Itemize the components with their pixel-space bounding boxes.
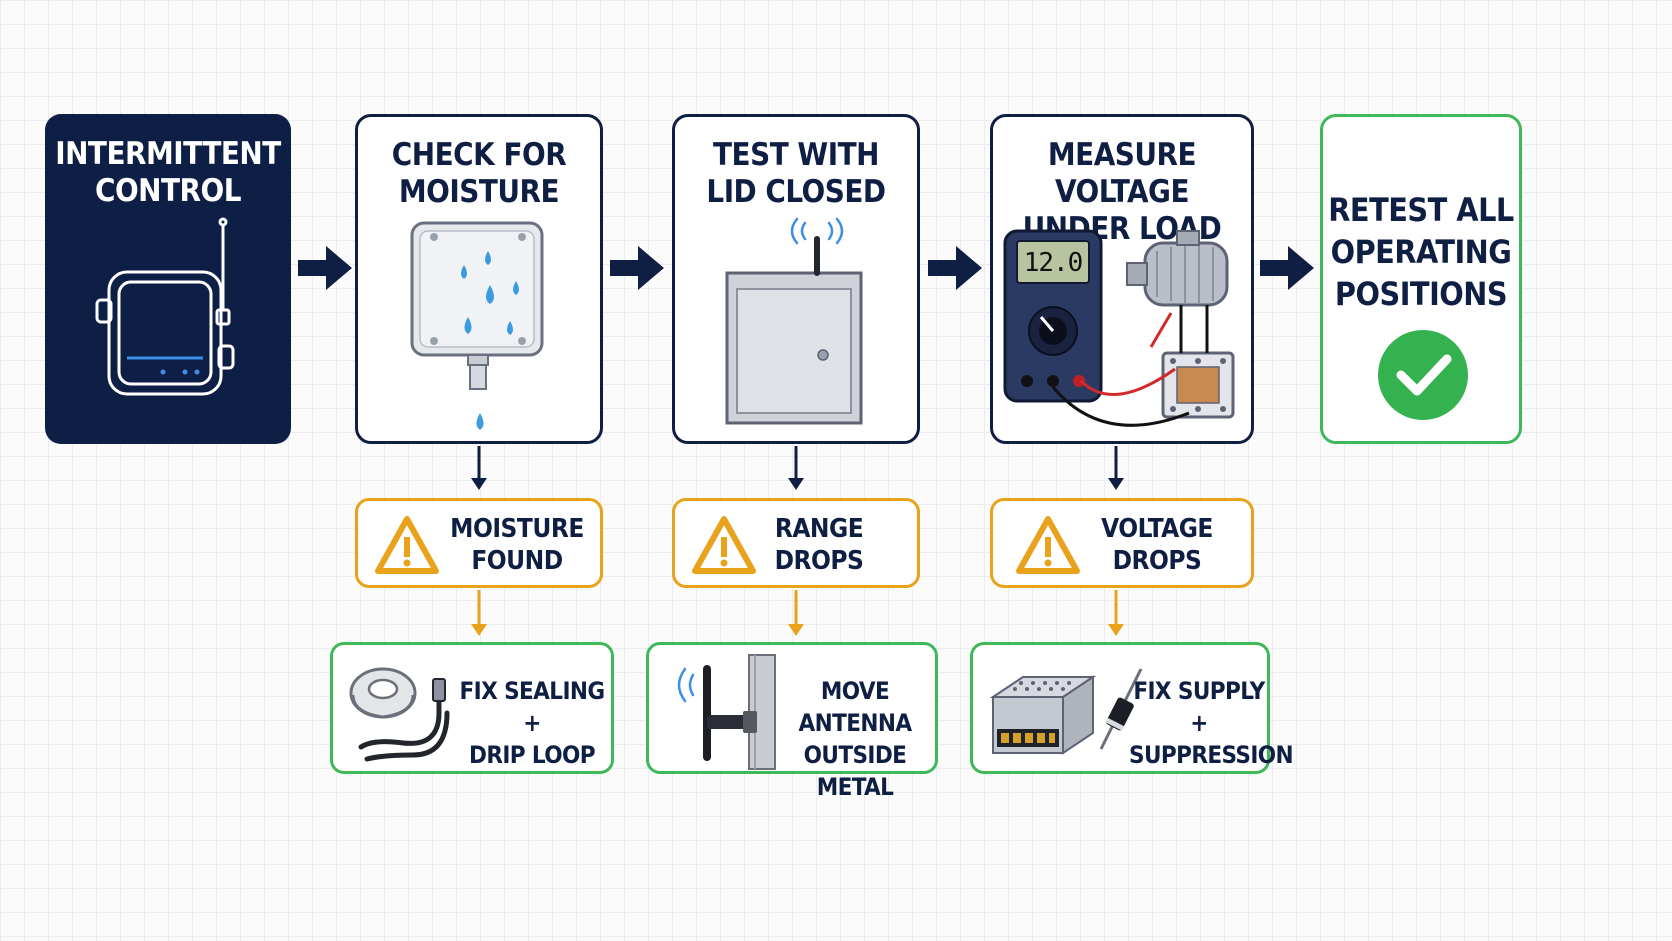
step-retest: RETEST ALL OPERATING POSITIONS: [1320, 114, 1522, 444]
arrow-down-icon: [788, 590, 804, 636]
multimeter-motor-contactor-icon: [1003, 229, 1235, 427]
arrow-down-icon: [1108, 590, 1124, 636]
step-title: CHECK FOR MOISTURE: [391, 137, 567, 210]
finding-label: RANGE DROPS: [774, 514, 864, 576]
arrow-down-icon: [471, 590, 487, 636]
step-test-lid-closed: TEST WITH LID CLOSED: [672, 114, 920, 444]
step-title: TEST WITH LID CLOSED: [706, 137, 886, 210]
fix-label: MOVE ANTENNA OUTSIDE METAL: [798, 677, 913, 801]
finding-range-drops: RANGE DROPS: [672, 498, 920, 588]
finding-label: MOISTURE FOUND: [450, 514, 584, 576]
fix-label: FIX SUPPLY + SUPPRESSION: [1129, 677, 1294, 769]
wireless-controller-icon: [95, 217, 235, 396]
finding-voltage-drops: VOLTAGE DROPS: [990, 498, 1254, 588]
arrow-right-icon: [298, 246, 352, 290]
step-check-moisture: CHECK FOR MOISTURE: [355, 114, 603, 444]
arrow-right-icon: [1260, 246, 1314, 290]
meter-reading: 12.0: [1023, 248, 1084, 278]
arrow-down-icon: [788, 446, 804, 490]
arrow-right-icon: [610, 246, 664, 290]
step-title: RETEST ALL OPERATING POSITIONS: [1328, 191, 1514, 313]
step-intermittent-control: INTERMITTENT CONTROL: [45, 114, 291, 444]
fix-sealing-drip-loop: FIX SEALING + DRIP LOOP: [330, 642, 614, 774]
warning-icon: [692, 516, 756, 574]
arrow-down-icon: [1108, 446, 1124, 490]
arrow-right-icon: [928, 246, 982, 290]
external-antenna-icon: [677, 654, 776, 770]
power-supply-diode-icon: [989, 668, 1143, 755]
tape-drip-loop-icon: [349, 667, 450, 762]
finding-moisture-found: MOISTURE FOUND: [355, 498, 603, 588]
wet-junction-box-icon: [410, 221, 544, 430]
step-measure-voltage: MEASURE VOLTAGE UNDER LOAD 12.0: [990, 114, 1254, 444]
fix-move-antenna: MOVE ANTENNA OUTSIDE METAL: [646, 642, 938, 801]
warning-icon: [1016, 516, 1080, 574]
warning-icon: [375, 516, 439, 574]
fix-supply-suppression: FIX SUPPLY + SUPPRESSION: [970, 642, 1294, 774]
check-circle-icon: [1378, 330, 1468, 420]
metal-enclosure-antenna-icon: [725, 217, 863, 425]
arrow-down-icon: [471, 446, 487, 490]
fix-label: FIX SEALING + DRIP LOOP: [459, 677, 606, 769]
step-title: INTERMITTENT CONTROL: [55, 136, 281, 209]
finding-label: VOLTAGE DROPS: [1101, 514, 1213, 576]
